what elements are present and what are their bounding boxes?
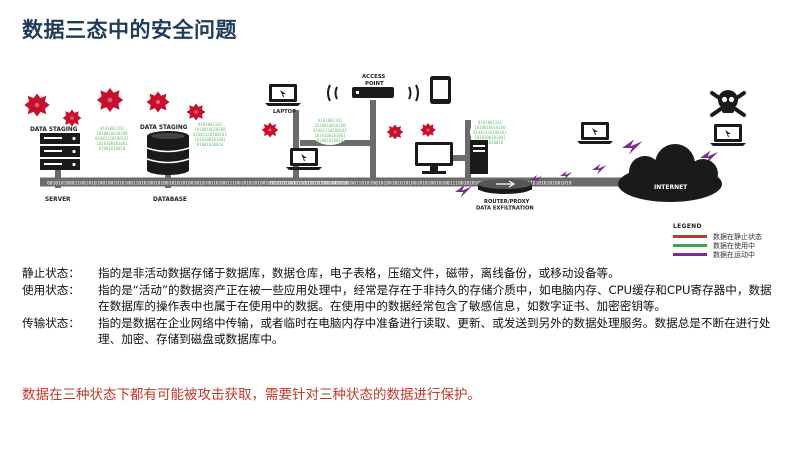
tablet-icon xyxy=(430,76,451,104)
legend-swatch-purple xyxy=(673,253,707,256)
binary-data-icon xyxy=(310,115,350,145)
data-staging-label: DATA STAGING xyxy=(140,125,188,131)
state-label: 静止状态： xyxy=(22,266,80,280)
router-label-1: ROUTER/PROXY xyxy=(484,199,530,205)
skull-crossbones-icon xyxy=(710,90,746,117)
legend-label: 数据在运动中 xyxy=(713,250,755,259)
legend-label: 数据在静止状态 xyxy=(713,232,762,241)
attacker-laptop-icon xyxy=(710,124,746,146)
legend-item: 数据在使用中 xyxy=(673,241,798,250)
binary-stream: 0010101000110010101001001010100110101001… xyxy=(47,181,349,187)
protection-warning: 数据在三种状态下都有可能被攻击获取，需要针对三种状态的数据进行保护。 xyxy=(22,387,481,403)
database-label: DATABASE xyxy=(153,197,187,203)
laptop-icon xyxy=(265,84,301,106)
internet-cloud-icon xyxy=(618,144,722,202)
state-in-use: 使用状态： 指的是“活动”的数据资产正在被一些应用处理中，经常是存在于非持久的存… xyxy=(22,282,782,315)
state-description: 指的是数据在企业网络中传输，或者临时在电脑内存中准备进行读取、更新、或发送到另外… xyxy=(98,315,771,347)
legend-swatch-red xyxy=(673,235,707,238)
desktop-computer-icon xyxy=(415,140,488,174)
legend-swatch-green xyxy=(673,244,707,247)
state-in-transit: 传输状态： 指的是数据在企业网络中传输，或者临时在电脑内存中准备进行读取、更新、… xyxy=(22,315,782,348)
laptop-icon xyxy=(286,148,322,170)
binary-data-icon xyxy=(190,119,230,149)
laptop-icon xyxy=(577,122,613,144)
router-icon xyxy=(478,179,532,194)
router-label-2: DATA EXFILTRATION xyxy=(476,206,534,212)
server-icon xyxy=(40,133,80,170)
laptop-label: LAPTOP xyxy=(273,109,296,115)
legend-item: 数据在运动中 xyxy=(673,250,798,259)
access-point-label-1: ACCESS xyxy=(362,74,385,80)
state-description: 指的是非活动数据存储于数据库，数据仓库，电子表格，压缩文件，磁带，离线备份，或移… xyxy=(98,266,620,280)
state-descriptions: 静止状态： 指的是非活动数据存储于数据库，数据仓库，电子表格，压缩文件，磁带，离… xyxy=(22,265,782,348)
legend-item: 数据在静止状态 xyxy=(673,232,798,241)
binary-data-icon xyxy=(92,123,132,153)
network-diagram: 0101001101 1010010010100 01001110100101 … xyxy=(24,74,746,212)
database-icon xyxy=(146,131,190,175)
legend-title: LEGEND xyxy=(673,223,702,230)
state-at-rest: 静止状态： 指的是非活动数据存储于数据库，数据仓库，电子表格，压缩文件，磁带，离… xyxy=(22,265,782,282)
diagram-legend: LEGEND 数据在静止状态 数据在使用中 数据在运动中 xyxy=(673,223,798,259)
state-description: 指的是“活动”的数据资产正在被一些应用处理中，经常是存在于非持久的存储介质中，如… xyxy=(98,282,772,314)
server-label: SERVER xyxy=(45,197,71,203)
legend-label: 数据在使用中 xyxy=(713,241,755,250)
access-point-label-2: POINT xyxy=(365,81,384,87)
data-staging-label: DATA STAGING xyxy=(30,127,78,133)
state-label: 传输状态： xyxy=(22,315,80,330)
malware-icon-group-left xyxy=(24,88,206,127)
state-label: 使用状态： xyxy=(22,282,80,297)
internet-label: INTERNET xyxy=(654,184,688,191)
access-point-icon xyxy=(327,84,419,102)
binary-stream-2: 0010101000110010101001001010100110101001… xyxy=(270,181,572,187)
page-title: 数据三态中的安全问题 xyxy=(22,18,237,42)
